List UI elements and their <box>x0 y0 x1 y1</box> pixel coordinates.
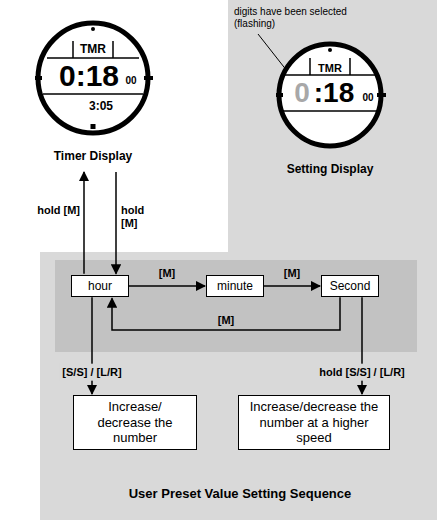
box-label: Second <box>329 279 371 293</box>
sequence-panel <box>40 0 437 520</box>
mode-dot <box>328 48 332 52</box>
callout-note: digits have been selected (flashing) <box>234 6 366 29</box>
face-line <box>284 74 376 76</box>
face-line <box>43 93 143 95</box>
timer-watch: TMR 0:18 00 3:05Timer Display <box>35 20 151 170</box>
mode-dot <box>91 27 95 31</box>
flashing-digit: 0 <box>294 79 310 107</box>
setting-watch: TMR 0:18 00Setting Display <box>276 41 384 183</box>
result-box: Increase/decrease the number at a higher… <box>238 395 390 450</box>
box-label: hour <box>79 279 121 293</box>
time-digits: :18 <box>314 79 354 107</box>
flow-arrow <box>115 172 117 274</box>
mode-label: TMR <box>80 43 106 55</box>
button-label: hold [M] <box>121 204 163 229</box>
button-label: [M] <box>218 314 235 327</box>
side-tick <box>35 76 42 80</box>
process-box: Second <box>321 275 379 297</box>
face-line <box>349 58 351 75</box>
flow-arrow <box>112 297 340 330</box>
diagram-caption: User Preset Value Setting Sequence <box>129 487 352 502</box>
flow-arrow <box>264 285 320 287</box>
face-line <box>309 58 311 75</box>
button-label: [S/S] / [L/R] <box>59 364 124 381</box>
display-caption: Timer Display <box>54 150 132 162</box>
mode-label: TMR <box>318 63 342 74</box>
flow-arrow <box>83 172 85 274</box>
seconds-digits: 00 <box>362 93 373 103</box>
button-label: [M] <box>159 267 176 280</box>
result-box: Increase/ decrease the number <box>73 395 197 450</box>
display-caption: Setting Display <box>287 163 374 175</box>
box-label: Increase/ decrease the number <box>81 399 189 446</box>
seconds-digits: 00 <box>125 76 136 86</box>
time-digits: 0:18 <box>59 61 119 91</box>
button-label: [M] <box>284 267 301 280</box>
watch-bezel <box>279 44 381 146</box>
side-tick <box>144 76 153 80</box>
flow-arrow <box>129 285 205 287</box>
bottom-mark <box>91 124 96 129</box>
face-line <box>280 110 380 112</box>
button-label: hold [S/S] / [L/R] <box>316 364 408 381</box>
sub-time: 3:05 <box>89 100 113 112</box>
side-tick <box>276 93 283 97</box>
button-label: hold [M] <box>36 204 80 217</box>
box-label: Increase/decrease the number at a higher… <box>246 399 382 446</box>
process-box: minute <box>206 275 264 297</box>
box-label: minute <box>214 279 256 293</box>
watch-bezel <box>38 23 148 133</box>
face-line <box>72 41 74 58</box>
side-tick <box>377 93 386 97</box>
process-box: hour <box>71 275 129 297</box>
face-line <box>47 57 139 59</box>
face-line <box>112 41 114 58</box>
